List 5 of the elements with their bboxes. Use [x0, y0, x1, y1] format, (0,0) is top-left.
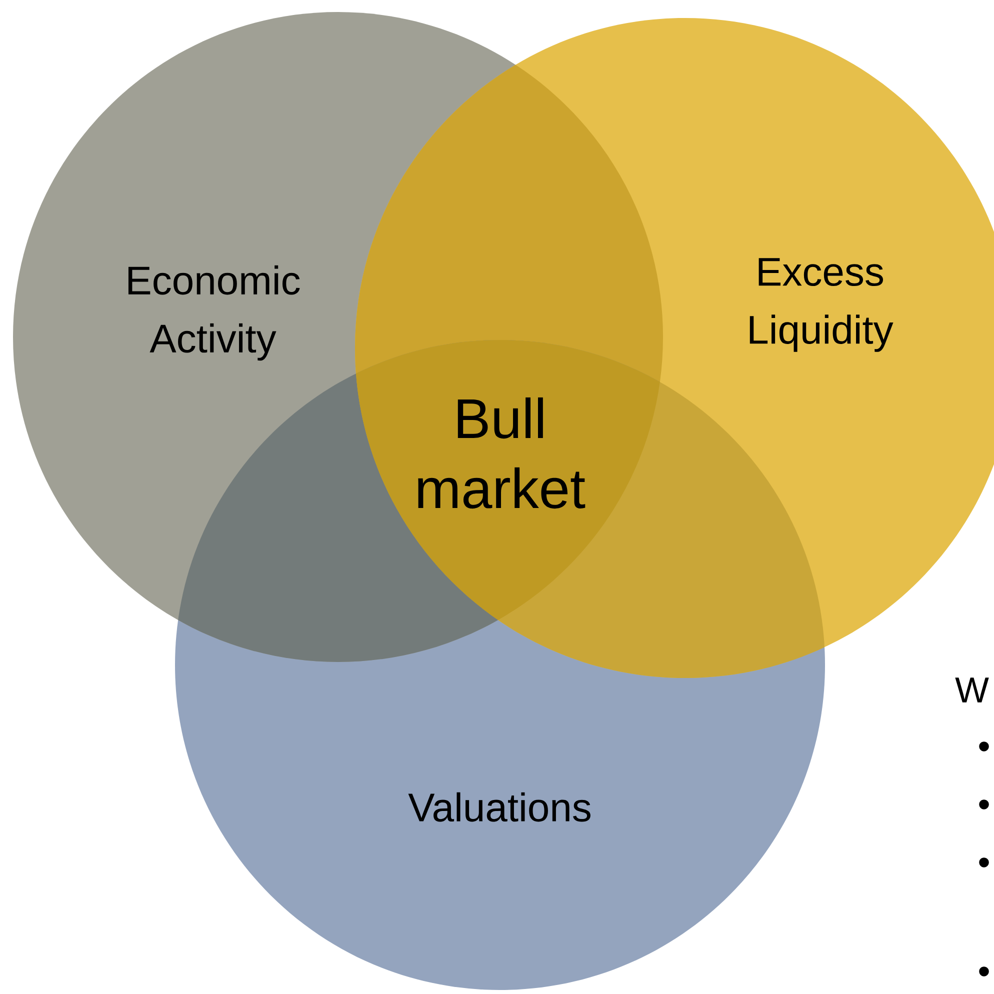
bullet: • [979, 966, 989, 976]
heading-letter: W [955, 678, 989, 702]
bullet: • [979, 858, 989, 868]
bullet: • [979, 800, 989, 810]
bullet: • [979, 742, 989, 752]
